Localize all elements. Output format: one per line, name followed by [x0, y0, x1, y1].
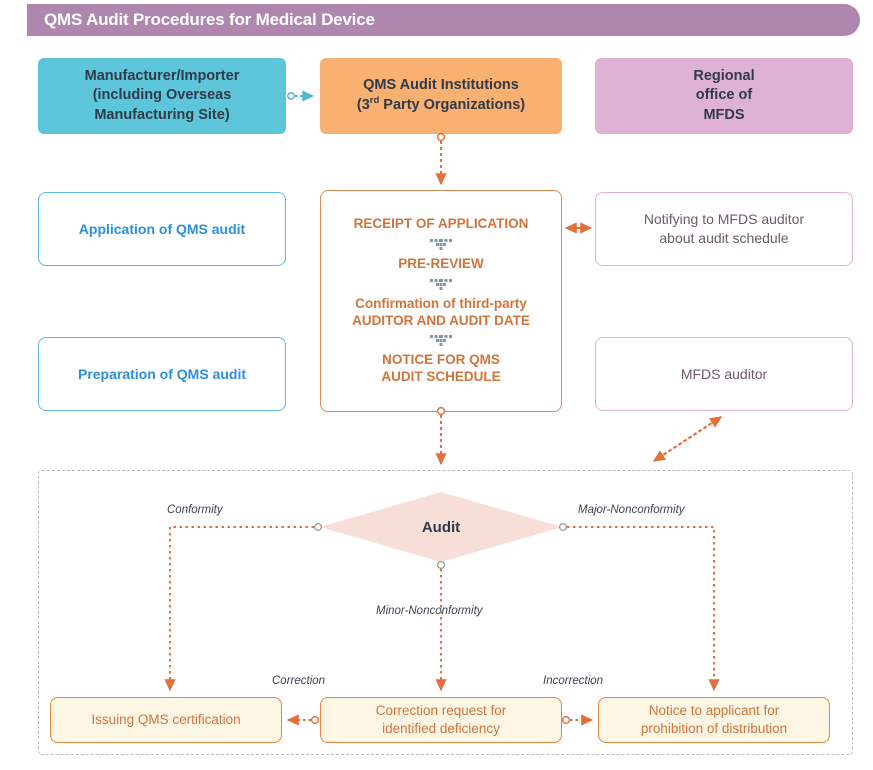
page-title: QMS Audit Procedures for Medical Device — [44, 10, 375, 29]
stage-preparation-label: Preparation of QMS audit — [77, 365, 246, 382]
role-institutions-line2-post: Party Organizations) — [379, 97, 526, 113]
result-box-correction-request: Correction request for identified defici… — [320, 697, 562, 743]
stage-application-label: Application of QMS audit — [78, 220, 246, 237]
stage-notifying-line1: Notifying to MFDS auditor — [643, 211, 805, 228]
page-title-bar: QMS Audit Procedures for Medical Device — [27, 4, 860, 36]
procedure-step-confirmation: Confirmation of third-party AUDITOR AND … — [352, 295, 530, 328]
connector-procedure-to-audit — [435, 406, 447, 466]
edge-label-incorrection: Incorrection — [543, 675, 604, 687]
result-correction-line1: Correction request for — [375, 702, 507, 718]
stage-mfds-auditor-label: MFDS auditor — [680, 365, 768, 382]
role-institutions-line1: QMS Audit Institutions — [363, 77, 519, 94]
procedure-box: RECEIPT OF APPLICATION PRE-REVIEW Confir… — [320, 190, 562, 412]
edge-label-major-nonconformity: Major-Nonconformity — [578, 504, 685, 516]
procedure-step-receipt: RECEIPT OF APPLICATION — [353, 215, 529, 231]
procedure-step-prereview: PRE-REVIEW — [398, 255, 484, 271]
role-manufacturer-line3: Manufacturing Site) — [94, 106, 230, 123]
chevron-down-dotted-icon — [430, 335, 452, 347]
role-mfds-line1: Regional — [693, 67, 755, 84]
stage-box-preparation-of-qms-audit: Preparation of QMS audit — [38, 337, 286, 411]
edge-label-minor-nonconformity: Minor-Nonconformity — [376, 605, 483, 617]
role-box-regional-office-mfds: Regional office of MFDS — [595, 58, 853, 134]
audit-decision-diamond: Audit — [320, 492, 562, 562]
chevron-down-dotted-icon — [430, 278, 452, 290]
role-box-manufacturer: Manufacturer/Importer (including Oversea… — [38, 58, 286, 134]
role-manufacturer-line2: (including Overseas — [92, 87, 232, 104]
edge-label-correction: Correction — [272, 675, 326, 687]
result-correction-line2: identified deficiency — [382, 721, 500, 736]
stage-box-application-of-qms-audit: Application of QMS audit — [38, 192, 286, 266]
role-box-qms-audit-institutions: QMS Audit Institutions (3rd Party Organi… — [320, 58, 562, 134]
procedure-step-notice: NOTICE FOR QMS AUDIT SCHEDULE — [381, 352, 501, 385]
role-mfds-line3: MFDS — [703, 106, 745, 123]
role-institutions-ordinal-suffix: rd — [369, 95, 380, 107]
result-box-issuing-qms-certification: Issuing QMS certification — [50, 697, 282, 743]
stage-box-notifying-mfds-auditor: Notifying to MFDS auditor about audit sc… — [595, 192, 853, 266]
result-certification-label: Issuing QMS certification — [91, 711, 241, 727]
chevron-down-dotted-icon — [430, 238, 452, 250]
result-box-notice-prohibition: Notice to applicant for prohibition of d… — [598, 697, 830, 743]
role-institutions-line2-pre: (3 — [356, 97, 370, 113]
edge-label-conformity: Conformity — [167, 504, 223, 516]
connector-institutions-to-procedure — [435, 132, 447, 186]
audit-decision-label: Audit — [421, 518, 461, 536]
connector-manufacturer-to-institutions — [287, 90, 315, 102]
role-mfds-line2: office of — [695, 87, 753, 104]
connector-audit-to-mfds-auditor — [652, 416, 723, 462]
stage-box-mfds-auditor: MFDS auditor — [595, 337, 853, 411]
stage-notifying-line2: about audit schedule — [659, 230, 789, 246]
result-prohibition-line2: prohibition of distribution — [640, 721, 788, 736]
result-prohibition-line1: Notice to applicant for — [648, 702, 780, 718]
role-manufacturer-line1: Manufacturer/Importer — [84, 67, 240, 84]
